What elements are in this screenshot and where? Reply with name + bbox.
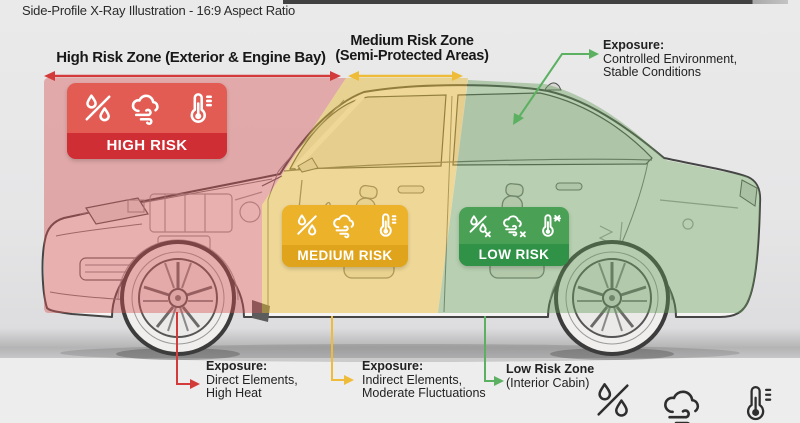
high-risk-badge-label: HIGH RISK — [67, 133, 227, 159]
mid-exposure-leader — [331, 316, 354, 385]
rear-door-handle — [555, 182, 583, 191]
medium-risk-badge-icons — [282, 205, 408, 245]
low-zone-note-line1: (Interior Cabin) — [506, 375, 590, 390]
rear-glass — [452, 92, 653, 166]
wind-icon — [131, 94, 159, 125]
medium-header-line2: (Semi-Protected Areas) — [335, 48, 489, 64]
medium-zone-span-arrow — [348, 71, 463, 81]
humidity-off-icon — [469, 215, 492, 238]
front-glass — [289, 94, 447, 170]
wind-off-icon — [502, 215, 526, 238]
humidity-icon — [296, 214, 317, 236]
tail-light — [739, 179, 758, 207]
low-zone-note-title: Low Risk Zone — [506, 362, 595, 376]
low-risk-badge-icons — [459, 207, 569, 244]
wind-icon — [664, 390, 700, 423]
mud-flap — [252, 300, 270, 322]
temperature-icon — [379, 213, 396, 237]
side-mirror — [297, 157, 319, 173]
medium-header-line1: Medium Risk Zone — [350, 33, 474, 49]
beltline — [283, 158, 653, 172]
legend-icons — [590, 374, 800, 423]
medium-risk-zone-header: Medium Risk Zone (Semi-Protected Areas) — [332, 34, 492, 64]
cabin-exposure-line1: Controlled Environment, — [603, 51, 738, 66]
mid-exposure-title: Exposure: — [362, 359, 424, 373]
headlight — [85, 197, 149, 225]
cropped-header-bar — [283, 0, 788, 4]
cabin-exposure-leader — [513, 49, 599, 125]
cabin-exposure-title: Exposure: — [603, 38, 665, 52]
front-exposure-line2: High Heat — [206, 386, 262, 400]
low-risk-zone-note: Low Risk Zone (Interior Cabin) — [506, 362, 595, 390]
cabin-zone-leader — [484, 316, 504, 386]
front-exposure-note: Exposure: Direct Elements, High Heat — [206, 359, 298, 401]
low-risk-badge: LOW RISK — [459, 207, 569, 266]
low-risk-zone-overlay — [438, 80, 761, 313]
b-pillar-seam — [443, 95, 453, 313]
high-risk-badge: HIGH RISK — [67, 83, 227, 159]
wind-icon — [333, 214, 355, 239]
antenna-fin — [544, 82, 562, 91]
high-risk-zone-header: High Risk Zone (Exterior & Engine Bay) — [56, 49, 326, 66]
front-exposure-title: Exposure: — [206, 359, 268, 373]
mid-exposure-line1: Indirect Elements, — [362, 372, 463, 387]
wiper — [261, 175, 283, 187]
front-wheel — [120, 240, 236, 356]
car-shadow — [60, 344, 740, 362]
front-door-handle — [397, 185, 425, 194]
temperature-icon — [190, 93, 212, 123]
mid-exposure-line2: Moderate Fluctuations — [362, 386, 486, 400]
cabin-exposure-line2: Stable Conditions — [603, 65, 701, 79]
rear-wheel — [554, 240, 670, 356]
low-risk-badge-label: LOW RISK — [459, 244, 569, 266]
page-title: Side-Profile X-Ray Illustration - 16:9 A… — [22, 3, 296, 18]
mid-exposure-note: Exposure: Indirect Elements, Moderate Fl… — [362, 359, 486, 401]
temperature-icon — [746, 385, 772, 421]
high-zone-span-arrow — [44, 71, 341, 81]
medium-risk-badge: MEDIUM RISK — [282, 205, 408, 267]
front-exposure-line1: Direct Elements, — [206, 372, 298, 387]
humidity-icon — [85, 94, 111, 122]
a-pillar — [293, 94, 365, 170]
medium-risk-badge-label: MEDIUM RISK — [282, 245, 408, 267]
humidity-icon — [597, 383, 629, 417]
temperature-snow-icon — [541, 214, 561, 237]
high-risk-badge-icons — [67, 83, 227, 133]
front-door-seam — [267, 99, 345, 310]
floor — [0, 358, 800, 423]
cabin-exposure-note: Exposure: Controlled Environment, Stable… — [603, 38, 738, 80]
front-exposure-leader — [176, 312, 200, 389]
